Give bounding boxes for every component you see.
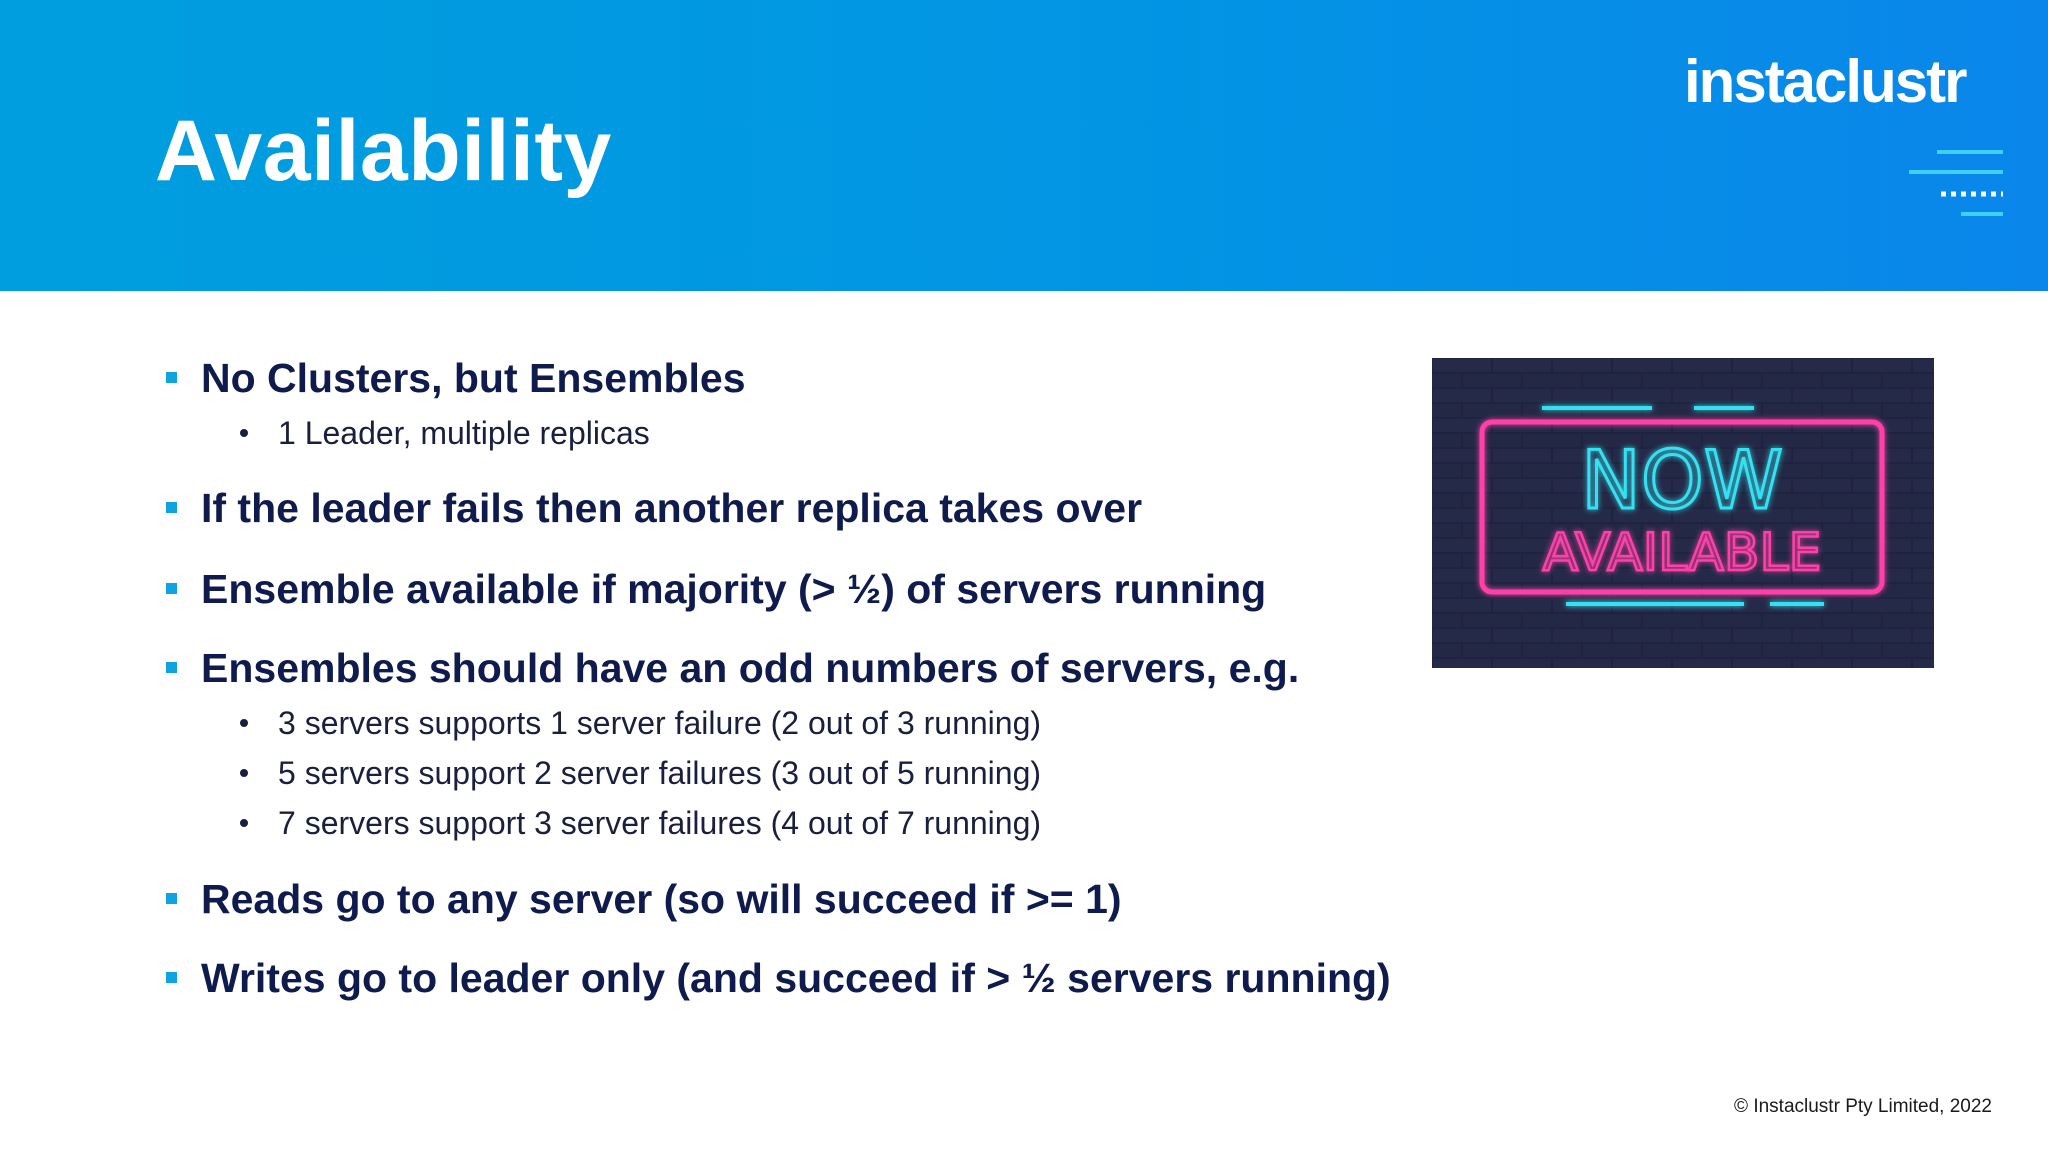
bullet-square-icon: [166, 372, 177, 383]
sub-bullet-item: 7 servers support 3 server failures (4 o…: [278, 805, 1042, 841]
bullet-square-icon: [166, 662, 177, 673]
bullet-square-icon: [166, 972, 177, 983]
bullet-item: Writes go to leader only (and succeed if…: [201, 955, 1391, 1001]
sub-bullet-item: 3 servers supports 1 server failure (2 o…: [278, 705, 1042, 741]
slide-title: Availability: [155, 103, 612, 199]
bullet-item: Reads go to any server (so will succeed …: [201, 876, 1122, 922]
sub-bullet-icon: [240, 819, 248, 827]
neon-sign-icon: NOW AVAILABLE: [1432, 358, 1934, 668]
sub-bullet-item: 5 servers support 2 server failures (3 o…: [278, 755, 1042, 791]
bullet-square-icon: [166, 583, 177, 594]
decorative-lines-icon: [1909, 150, 2003, 216]
sub-bullet-icon: [240, 719, 248, 727]
bullet-item: Ensemble available if majority (> ½) of …: [201, 566, 1267, 612]
svg-text:AVAILABLE: AVAILABLE: [1543, 523, 1822, 583]
svg-text:NOW: NOW: [1581, 434, 1783, 527]
bullet-item: No Clusters, but Ensembles: [201, 355, 746, 401]
sub-bullet-item: 1 Leader, multiple replicas: [278, 415, 650, 451]
now-available-image: NOW AVAILABLE: [1432, 358, 1934, 668]
instaclustr-logo: instaclustr: [1684, 48, 1967, 115]
sub-bullet-icon: [240, 769, 248, 777]
copyright-footer: © Instaclustr Pty Limited, 2022: [1734, 1096, 1992, 1117]
bullet-square-icon: [166, 502, 177, 513]
title-banner: Availability instaclustr: [0, 0, 2048, 291]
bullet-list: No Clusters, but Ensembles 1 Leader, mul…: [166, 355, 1391, 1001]
bullet-item: If the leader fails then another replica…: [201, 485, 1143, 531]
sub-bullet-icon: [240, 429, 248, 437]
bullet-item: Ensembles should have an odd numbers of …: [201, 645, 1300, 691]
bullet-square-icon: [166, 893, 177, 904]
